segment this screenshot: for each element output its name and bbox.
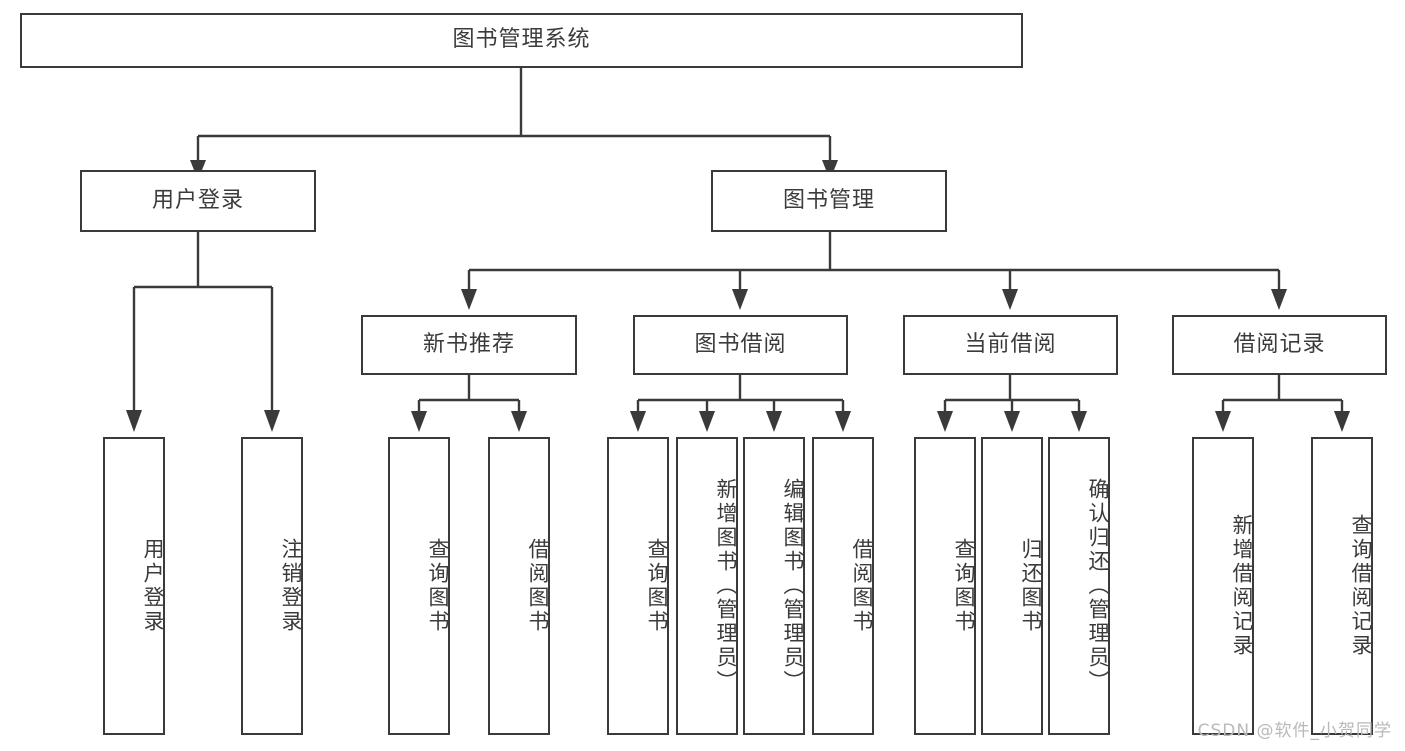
node-label: 新增借阅记录 [1230,514,1254,658]
leaf-confirm-return[interactable]: 确认归还（管理员） [1048,437,1110,735]
node-label: 新增图书（管理员） [714,478,738,694]
leaf-add-borrow-record[interactable]: 新增借阅记录 [1192,437,1254,735]
node-borrow-record[interactable]: 借阅记录 [1172,315,1387,375]
node-book-management[interactable]: 图书管理 [711,170,947,232]
node-label: 图书管理 [782,187,875,213]
leaf-add-book[interactable]: 新增图书（管理员） [676,437,738,735]
node-new-book-recommend[interactable]: 新书推荐 [361,315,577,375]
node-label: 新书推荐 [422,331,515,357]
node-root-system[interactable]: 图书管理系统 [20,13,1023,68]
node-label: 借阅记录 [1233,331,1326,357]
node-label: 图书借阅 [694,331,787,357]
leaf-query-book-borrow[interactable]: 查询图书 [607,437,669,735]
node-label: 确认归还（管理员） [1086,478,1110,694]
node-label: 用户登录 [151,187,244,213]
leaf-borrow-book-recommend[interactable]: 借阅图书 [488,437,550,735]
leaf-return-book[interactable]: 归还图书 [981,437,1043,735]
node-label: 借阅图书 [850,538,874,634]
leaf-query-borrow-record[interactable]: 查询借阅记录 [1311,437,1373,735]
node-label: 归还图书 [1019,538,1043,634]
node-label: 当前借阅 [964,331,1057,357]
node-label: 注销登录 [279,538,303,634]
node-label: 借阅图书 [526,538,550,634]
node-book-borrow[interactable]: 图书借阅 [633,315,848,375]
leaf-user-login[interactable]: 用户登录 [103,437,165,735]
node-label: 查询借阅记录 [1349,514,1373,658]
node-label: 图书管理系统 [452,27,591,53]
csdn-watermark: CSDN @软件_小贺同学 [1197,721,1392,741]
leaf-query-book-recommend[interactable]: 查询图书 [388,437,450,735]
node-current-borrow[interactable]: 当前借阅 [903,315,1118,375]
node-user-login[interactable]: 用户登录 [80,170,316,232]
node-label: 查询图书 [645,538,669,634]
leaf-logout-login[interactable]: 注销登录 [241,437,303,735]
node-label: 编辑图书（管理员） [781,478,805,694]
leaf-edit-book[interactable]: 编辑图书（管理员） [743,437,805,735]
node-label: 用户登录 [141,538,165,634]
node-label: 查询图书 [952,538,976,634]
leaf-borrow-book[interactable]: 借阅图书 [812,437,874,735]
node-label: 查询图书 [426,538,450,634]
leaf-query-book-current[interactable]: 查询图书 [914,437,976,735]
